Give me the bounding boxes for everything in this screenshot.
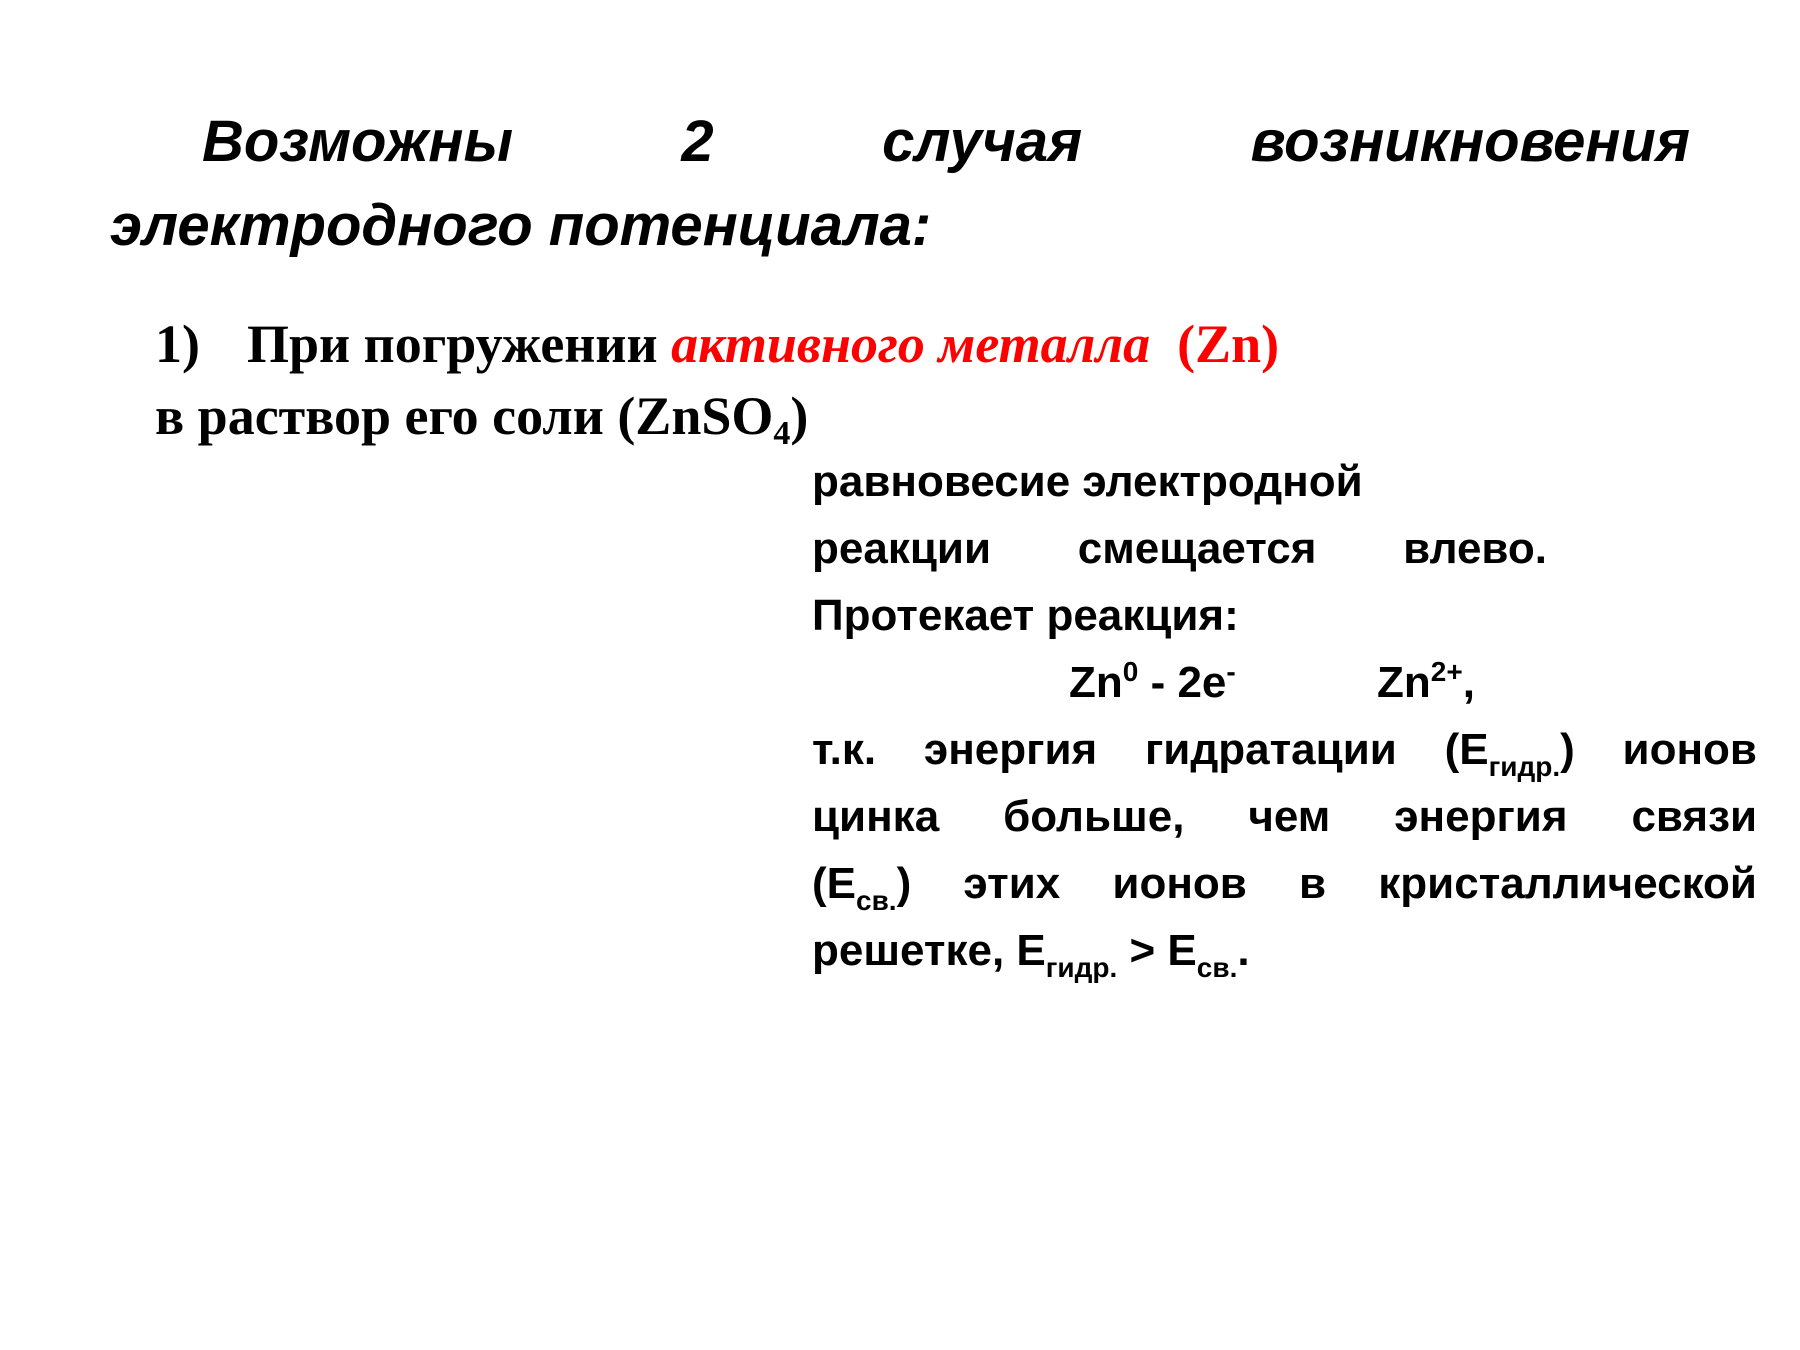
explain-line-6: цинка больше, чем энергия связи xyxy=(812,783,1757,850)
subscript: св. xyxy=(1196,952,1238,983)
explain-word: смещается xyxy=(1077,524,1317,573)
reaction-right-side: Zn2+, xyxy=(1377,649,1475,716)
bond-energy: (Eсв.) xyxy=(812,850,911,917)
case-1-statement: 1)При погружении активного металла (Zn) … xyxy=(155,308,1279,470)
energy-symbol: (E xyxy=(812,859,856,908)
explain-line-7: (Eсв.) этих ионов в кристаллической xyxy=(812,850,1757,917)
electron-term: - 2e xyxy=(1138,658,1227,707)
explain-word: кристаллической xyxy=(1378,859,1757,908)
case-text-before: При погружении xyxy=(247,314,672,374)
explain-word: энергия xyxy=(1394,792,1568,841)
title-line-1: Возможны 2 случая возникновения xyxy=(110,100,1690,184)
explain-word: гидратации xyxy=(1144,725,1397,774)
subscript: гидр. xyxy=(1045,952,1118,983)
explain-word: цинка xyxy=(812,792,940,841)
reaction-equation: Zn0 - 2e- Zn2+, xyxy=(812,649,1757,716)
reaction-left-side: Zn0 - 2e- xyxy=(1069,649,1236,716)
explain-word: чем xyxy=(1248,792,1331,841)
explain-word: влево. xyxy=(1403,524,1547,573)
title-line-2: электродного потенциала: xyxy=(110,193,932,258)
subscript: 4 xyxy=(773,415,791,452)
zn-symbol: Zn xyxy=(1069,658,1123,707)
period: . xyxy=(1237,926,1250,975)
case-line2-text: в раствор его соли (ZnSO xyxy=(155,386,774,446)
title-word: возникновения xyxy=(1250,109,1690,174)
case-line2-close: ) xyxy=(790,386,809,446)
explain-word: больше, xyxy=(1003,792,1185,841)
superscript: - xyxy=(1226,656,1236,687)
title-word: 2 xyxy=(681,109,714,174)
comparison-text: > E xyxy=(1117,926,1197,975)
explain-line-2: реакции смещается влево. xyxy=(812,515,1547,582)
comma: , xyxy=(1462,658,1475,707)
explain-word: т.к. xyxy=(812,725,877,774)
energy-symbol: (E xyxy=(1444,725,1489,774)
explain-line-8: решетке, Eгидр. > Eсв.. xyxy=(812,917,1757,984)
subscript: св. xyxy=(856,885,897,916)
slide-title: Возможны 2 случая возникновения электрод… xyxy=(110,100,1690,268)
explain-line-1: равновесие электродной xyxy=(812,457,1363,506)
explain-word: реакции xyxy=(812,524,991,573)
zn-ion-symbol: Zn xyxy=(1377,658,1431,707)
subscript: гидр. xyxy=(1488,751,1561,782)
paren-close: ) xyxy=(896,859,912,908)
explain-word: связи xyxy=(1631,792,1757,841)
title-word: Возможны xyxy=(202,109,513,174)
explain-word: ионов xyxy=(1622,725,1757,774)
case-1-line-1: 1) При погружении активного металла (Zn) xyxy=(155,308,1279,380)
title-word: случая xyxy=(882,109,1083,174)
explain-word: энергия xyxy=(923,725,1098,774)
explain-word: ионов xyxy=(1112,859,1247,908)
hydration-energy: (Eгидр.) xyxy=(1445,716,1575,783)
lattice-text: решетке, E xyxy=(812,926,1046,975)
active-metal-highlight: активного металла xyxy=(671,314,1151,374)
explain-line-5: т.к. энергия гидратации (Eгидр.) ионов xyxy=(812,716,1757,783)
superscript: 0 xyxy=(1122,656,1139,687)
superscript: 2+ xyxy=(1430,656,1463,687)
explanation-block: равновесие электродной реакции смещается… xyxy=(812,448,1757,984)
explain-word: этих xyxy=(963,859,1061,908)
explain-word: в xyxy=(1299,859,1327,908)
explain-line-3: Протекает реакция: xyxy=(812,591,1239,640)
paren-close: ) xyxy=(1560,725,1575,774)
zn-highlight: (Zn) xyxy=(1150,314,1280,374)
case-number: 1) xyxy=(155,314,200,374)
case-1-line-2: в раствор его соли (ZnSO4) xyxy=(155,380,1279,470)
